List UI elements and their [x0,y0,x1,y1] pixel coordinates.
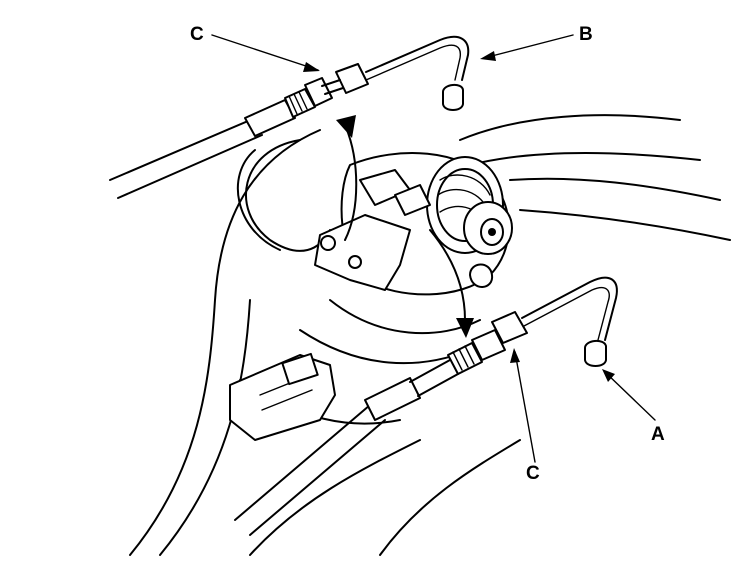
upper-throttle-cable [109,35,470,199]
cable-end-cap-icon [442,84,464,111]
throttle-body [314,152,513,296]
arrow-icon [336,115,356,138]
arrow-icon [510,348,520,363]
arrow-icon [480,51,496,61]
cable-end-cap-icon [584,340,607,367]
callout-leaders [211,34,656,463]
arrow-icon [303,62,320,72]
callout-label-c-bottom: C [526,463,540,484]
callout-label-b: B [579,24,593,45]
callout-label-a: A [651,424,665,445]
direction-arrows [336,115,474,338]
arrow-icon [602,369,615,382]
connector-block [229,352,336,441]
arrow-icon [456,318,474,338]
lower-throttle-cable [234,276,618,536]
callout-label-c-top: C [190,24,204,45]
